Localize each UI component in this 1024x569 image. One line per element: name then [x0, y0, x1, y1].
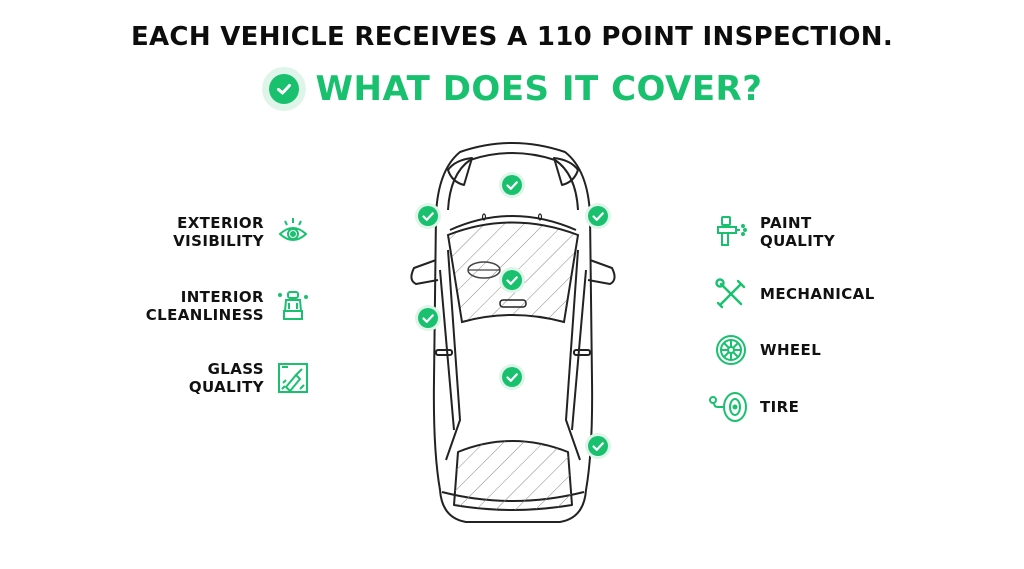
feature-label: WHEEL: [760, 341, 822, 359]
check-marker-mirror: [413, 303, 443, 333]
car-top-view-illustration: [410, 142, 616, 523]
car-seat-icon: [276, 289, 310, 323]
check-marker-headlight-right: [583, 201, 613, 231]
feature-label: GLASS QUALITY: [188, 360, 264, 396]
feature-tire: TIRE: [708, 390, 799, 424]
check-marker-windshield: [497, 265, 527, 295]
wheel-rim-icon: [714, 333, 748, 367]
feature-label: TIRE: [760, 398, 800, 416]
feature-wheel: WHEEL: [714, 333, 821, 367]
check-marker-rear-wheel: [583, 431, 613, 461]
feature-exterior-visibility: EXTERIOR VISIBILITY: [173, 214, 310, 250]
feature-label: PAINT QUALITY: [760, 214, 836, 250]
check-marker-roof: [497, 362, 527, 392]
feature-interior-cleanliness: INTERIOR CLEANLINESS: [146, 288, 310, 324]
feature-mechanical: MECHANICAL: [714, 277, 875, 311]
glass-cleaning-icon: [276, 361, 310, 395]
feature-glass-quality: GLASS QUALITY: [189, 360, 310, 396]
page-subtitle: WHAT DOES IT COVER?: [315, 69, 763, 109]
check-circle-icon: [261, 67, 306, 111]
subtitle-row: WHAT DOES IT COVER?: [0, 66, 1024, 112]
feature-label: EXTERIOR VISIBILITY: [173, 214, 264, 250]
check-marker-hood: [497, 170, 527, 200]
wrench-screwdriver-icon: [714, 277, 748, 311]
check-marker-headlight-left: [413, 201, 443, 231]
spray-gun-icon: [714, 215, 748, 249]
tire-pressure-icon: [708, 390, 748, 424]
feature-label: INTERIOR CLEANLINESS: [145, 288, 264, 324]
feature-label: MECHANICAL: [760, 285, 875, 303]
page-title: EACH VEHICLE RECEIVES A 110 POINT INSPEC…: [130, 22, 894, 52]
feature-paint-quality: PAINT QUALITY: [714, 214, 835, 250]
eye-icon: [276, 215, 310, 249]
